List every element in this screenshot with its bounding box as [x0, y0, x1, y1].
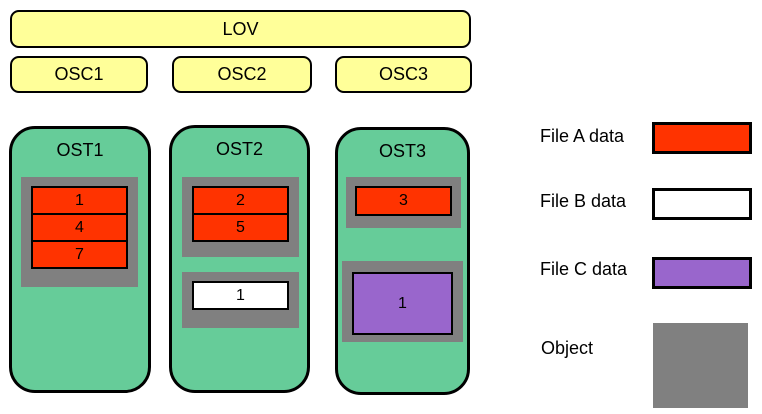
osc2-label: OSC2 [217, 64, 267, 84]
file-a-stripe-5: 5 [192, 213, 289, 242]
ost3-label: OST3 [378, 141, 426, 161]
ost2-label: OST2 [215, 139, 263, 159]
legend-label-file-b: File B data [540, 191, 627, 211]
legend-swatch-object [653, 323, 748, 408]
osc3-box: OSC3 [335, 56, 472, 93]
file-c-stripe-1: 1 [352, 272, 453, 335]
lov-label: LOV [222, 18, 259, 39]
ost3-box: OST3 3 1 [335, 127, 470, 395]
ost3-object-file-c: 1 [342, 261, 463, 342]
file-b-stripe-1: 1 [192, 281, 289, 310]
osc1-box: OSC1 [10, 56, 148, 93]
legend-label-file-a: File A data [540, 126, 625, 146]
osc3-label: OSC3 [378, 64, 429, 84]
legend-swatch-file-c [652, 257, 752, 289]
legend-swatch-file-a [652, 122, 752, 154]
osc2-box: OSC2 [172, 56, 312, 93]
legend-swatch-file-b [652, 188, 752, 220]
ost2-box: OST2 2 5 1 [169, 125, 310, 393]
ost1-label: OST1 [56, 140, 104, 160]
lov-box: LOV [10, 10, 471, 48]
ost1-box: OST1 1 4 7 [9, 126, 151, 393]
ost3-object-file-a: 3 [346, 177, 461, 228]
file-a-stripe-1: 1 [31, 186, 128, 215]
osc1-label: OSC1 [54, 64, 104, 84]
file-a-stripe-2: 2 [192, 186, 289, 215]
file-a-stripe-3: 3 [355, 186, 452, 216]
ost1-object: 1 4 7 [21, 177, 138, 287]
file-a-stripe-4: 4 [31, 213, 128, 242]
legend-label-object: Object [541, 338, 594, 358]
legend-label-file-c: File C data [540, 259, 628, 279]
ost2-object-file-a: 2 5 [182, 177, 299, 257]
file-a-stripe-7: 7 [31, 240, 128, 269]
ost2-object-file-b: 1 [182, 272, 299, 328]
